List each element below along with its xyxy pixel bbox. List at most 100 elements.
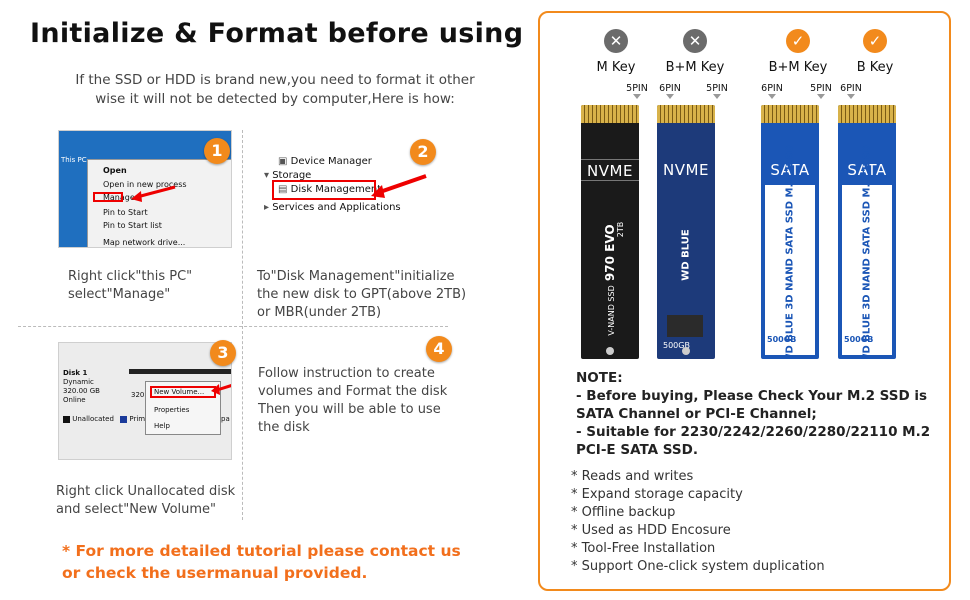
key-b: ✓ B Key	[835, 29, 915, 75]
pin-pointer-icon	[713, 94, 721, 99]
menu-item: Help	[154, 422, 170, 430]
menu-item: Properties	[154, 406, 190, 414]
key-label: M Key	[596, 60, 636, 75]
ssd-connector	[838, 105, 896, 123]
ssd-tag: NVME	[663, 161, 709, 179]
legend-label: pa	[221, 415, 230, 423]
disk-info: Disk 1 Dynamic 320.00 GB Online	[63, 369, 100, 405]
divider-vertical	[242, 130, 243, 520]
expand-icon: ▸	[264, 202, 273, 213]
pin-text: 6PIN	[659, 83, 681, 94]
x-icon: ✕	[683, 29, 707, 53]
pin-pointer-icon	[633, 94, 641, 99]
pin-label: 6PIN	[650, 83, 690, 100]
x-icon: ✕	[604, 29, 628, 53]
pin-pointer-icon	[847, 94, 855, 99]
menu-item: Map network drive...	[103, 238, 186, 247]
tree-row-label: Device Manager	[290, 156, 372, 167]
step-badge-2: 2	[410, 139, 436, 165]
ssd-model: V-NAND SSD 970 EVO	[603, 224, 617, 335]
menu-item-new-volume: New Volume...	[154, 388, 205, 396]
ssd-brand: WD BLUE 3D NAND SATA SSD M.2 2280	[861, 145, 873, 359]
ssd-model-text: 970 EVO	[603, 224, 617, 282]
check-icon: ✓	[786, 29, 810, 53]
screw-hole-icon	[606, 347, 614, 355]
key-label: B+M Key	[768, 60, 828, 75]
tree-row-disk-management: ▤ Disk Management	[278, 184, 381, 195]
device-manager-icon: ▣	[278, 156, 291, 167]
feature-item: * Offline backup	[571, 505, 676, 520]
key-label: B+M Key	[665, 60, 725, 75]
tree-row: ▸ Services and Applications	[264, 202, 401, 213]
context-menu: New Volume... Properties Help	[145, 381, 221, 435]
step-badge-3: 3	[210, 340, 236, 366]
ssd-tag: NVME	[581, 159, 639, 181]
step-badge-1: 1	[204, 138, 230, 164]
ssd-label: WD BLUE 3D NAND SATA SSD M.2 2280 500GB	[842, 145, 892, 359]
menu-item: Pin to Start	[103, 208, 148, 217]
ssd-connector	[657, 105, 715, 123]
key-bm-sata: ✓ B+M Key	[758, 29, 838, 75]
pin-text: 5PIN	[810, 83, 832, 94]
expand-icon: ▾	[264, 170, 273, 181]
disk-icon: ▤	[278, 184, 291, 195]
key-label: B Key	[856, 60, 894, 75]
ssd-samsung-nvme: NVME V-NAND SSD 970 EVO 2TB	[581, 105, 639, 359]
feature-item: * Tool-Free Installation	[571, 541, 716, 556]
pin-text: 6PIN	[840, 83, 862, 94]
pin-pointer-icon	[666, 94, 674, 99]
highlight-box	[93, 192, 123, 202]
pin-text: 5PIN	[626, 83, 648, 94]
controller-chip	[667, 315, 703, 337]
ssd-label: WD BLUE 3D NAND SATA SSD M.2 2280 500GB	[765, 145, 815, 359]
feature-item: * Expand storage capacity	[571, 487, 743, 502]
ssd-capacity: 2TB	[616, 221, 626, 238]
tutorial-tip: * For more detailed tutorial please cont…	[62, 542, 461, 582]
disk-status: Online	[63, 396, 86, 404]
pin-label: 5PIN	[617, 83, 657, 100]
red-arrow-icon	[211, 384, 231, 395]
feature-item: * Support One-click system duplication	[571, 559, 825, 574]
pin-text: 5PIN	[706, 83, 728, 94]
tree-row: ▣ Device Manager	[278, 156, 372, 167]
step-3-text: Right click Unallocated disk and select"…	[56, 484, 236, 517]
ssd-wd-sata-b: SATA WD BLUE 3D NAND SATA SSD M.2 2280 5…	[838, 105, 896, 359]
step-4-text: Follow instruction to create volumes and…	[258, 366, 448, 435]
tree-row-label: Services and Applications	[272, 202, 401, 213]
note-line: - Before buying, Please Check Your M.2 S…	[576, 388, 928, 404]
step-2-screenshot: ▣ Device Manager ▾ Storage ▤ Disk Manage…	[258, 150, 432, 222]
tree-row-label: Disk Management	[290, 184, 382, 195]
note-line: - Suitable for 2230/2242/2260/2280/22110…	[576, 424, 931, 440]
primary-swatch-icon	[120, 415, 128, 423]
ssd-connector	[761, 105, 819, 123]
note-heading: NOTE:	[576, 370, 623, 386]
menu-item: Open in new process	[103, 180, 187, 189]
pin-label: 6PIN	[831, 83, 871, 100]
disk-size: 320.00 GB	[63, 387, 100, 395]
ssd-capacity: 500GB	[767, 335, 797, 344]
note-line: SATA Channel or PCI-E Channel;	[576, 406, 817, 422]
ssd-wd-nvme: NVME WD BLUE 500GB	[657, 105, 715, 359]
pin-label: 5PIN	[697, 83, 737, 100]
legend-label: Prim	[129, 415, 146, 423]
check-icon: ✓	[863, 29, 887, 53]
disk-bar	[129, 369, 231, 374]
legend: Unallocated Prim pa	[63, 415, 230, 423]
ssd-model: WD BLUE	[680, 229, 692, 281]
red-arrow-icon	[371, 174, 427, 198]
tree-row: ▾ Storage	[264, 170, 311, 181]
ssd-wd-sata-bm: SATA WD BLUE 3D NAND SATA SSD M.2 2280 5…	[761, 105, 819, 359]
step-1-screenshot: This PC Open Open in new process Manage …	[58, 130, 232, 248]
pin-text: 6PIN	[761, 83, 783, 94]
key-m: ✕ M Key	[576, 29, 656, 75]
pin-label: 6PIN	[752, 83, 792, 100]
step-1-text: Right click"this PC" select"Manage"	[68, 269, 193, 302]
compatibility-panel	[538, 11, 951, 591]
menu-item: Pin to Start list	[103, 221, 162, 230]
ssd-capacity: 500GB	[844, 335, 874, 344]
page-title: Initialize & Format before using	[30, 18, 524, 49]
tree-row-label: Storage	[272, 170, 312, 181]
context-menu: Open Open in new process Manage Pin to S…	[87, 159, 231, 247]
red-arrow-icon	[131, 185, 176, 202]
feature-item: * Used as HDD Encosure	[571, 523, 731, 538]
